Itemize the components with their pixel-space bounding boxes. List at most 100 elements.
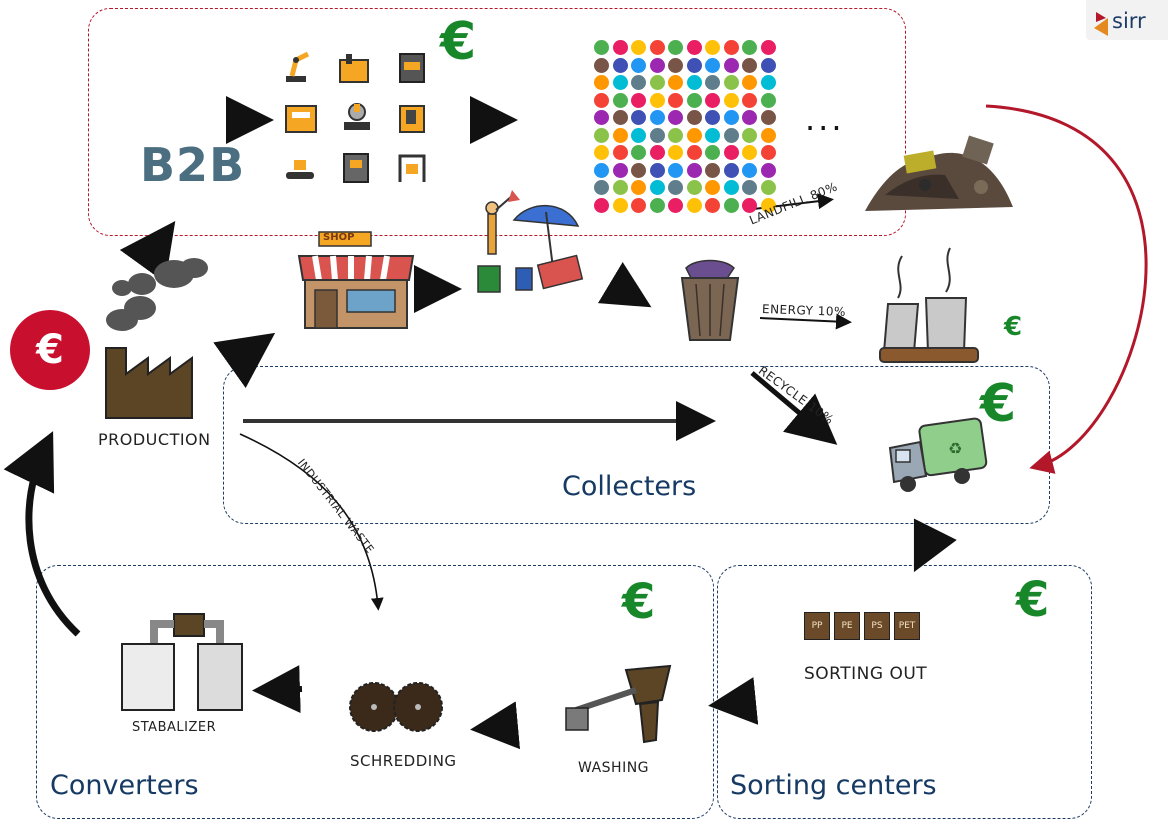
product-icon: [594, 162, 609, 178]
euro-collecters: €: [980, 374, 1017, 434]
converters-label: Converters: [50, 770, 199, 801]
product-icon: [742, 162, 757, 178]
washing-label: WASHING: [578, 760, 650, 776]
product-icon: [612, 180, 628, 195]
stabalizer-icon: [112, 610, 248, 716]
ellipsis: ...: [805, 100, 845, 138]
trash-bin-icon: [676, 259, 746, 342]
product-icon: [742, 180, 757, 195]
logo-mark-icon: [1094, 12, 1108, 36]
product-icon: [760, 162, 776, 178]
product-icon: [723, 127, 739, 143]
product-icon: [631, 127, 646, 143]
product-icon: [631, 145, 646, 160]
b2b-machines: [282, 48, 432, 198]
drill-machine-icon: [344, 103, 370, 130]
sorting-bin: PET: [894, 612, 920, 640]
product-icon-grid: [594, 40, 780, 218]
product-icon: [631, 40, 646, 55]
product-icon: [686, 57, 702, 73]
shop-sign-text: SHOP: [323, 232, 355, 243]
product-icon: [723, 180, 739, 195]
product-icon: [594, 127, 609, 143]
product-icon: [760, 145, 776, 160]
arrow-to-sorting: [913, 518, 957, 573]
product-icon: [668, 145, 683, 160]
sorting-centers-label: Sorting centers: [730, 770, 937, 801]
arrow-landfill-to-collecters: [985, 104, 1148, 474]
product-icon: [742, 40, 757, 55]
product-icon: [612, 92, 628, 108]
product-icon: [705, 180, 720, 195]
product-icon: [594, 92, 609, 108]
product-icon: [612, 57, 628, 73]
sewing-machine-icon: [285, 105, 317, 133]
product-icon: [612, 110, 628, 125]
b2b-region: [88, 8, 906, 236]
cabinet-machine-icon: [343, 153, 369, 183]
product-icon: [594, 110, 609, 125]
product-icon: [668, 197, 683, 213]
product-icon: [649, 57, 665, 73]
product-icon: [760, 180, 776, 195]
product-icon: [723, 40, 739, 55]
product-icon: [723, 162, 739, 178]
product-icon: [760, 127, 776, 143]
product-icon: [594, 40, 609, 55]
arrow-to-shop: [213, 332, 276, 389]
conveyor-icon: [286, 160, 314, 179]
product-icon: [686, 145, 702, 160]
product-icon: [594, 145, 609, 160]
recycling-truck-icon: ♻: [886, 414, 988, 496]
product-icon: [723, 110, 739, 125]
shop-icon: SHOP: [295, 231, 417, 332]
product-icon: [742, 75, 757, 90]
product-icon: [631, 180, 646, 195]
product-icon: [686, 110, 702, 125]
product-icon: [612, 127, 628, 143]
product-icon: [760, 40, 776, 55]
product-icon: [705, 57, 720, 73]
euro-production-symbol: €: [36, 327, 64, 373]
arrow-to-stabalizer: [252, 665, 303, 714]
euro-converters: €: [622, 574, 656, 630]
product-icon: [612, 75, 628, 90]
product-icon: [631, 75, 646, 90]
b2b-label: B2B: [140, 138, 246, 192]
product-icon: [742, 110, 757, 125]
euro-b2b: €: [440, 12, 477, 72]
factory-machine-icon: [339, 54, 369, 83]
sorting-bin: PE: [834, 612, 860, 640]
product-icon: [612, 145, 628, 160]
stabalizer-label: STABALIZER: [132, 720, 217, 735]
product-icon: [649, 75, 665, 90]
product-icon: [686, 75, 702, 90]
product-icon: [723, 57, 739, 73]
euro-production-badge: €: [10, 310, 90, 390]
product-icon: [705, 197, 720, 213]
product-icon: [612, 40, 628, 55]
sorting-bin: PS: [864, 612, 890, 640]
product-icon: [649, 145, 665, 160]
power-plant-icon: [879, 247, 980, 366]
product-icon: [612, 197, 628, 213]
product-icon: [742, 57, 757, 73]
arrow-recycle: [750, 371, 838, 445]
product-icon: [723, 197, 739, 213]
product-icon: [631, 110, 646, 125]
company-logo: sirr: [1086, 0, 1168, 40]
product-icon: [705, 145, 720, 160]
product-icon: [760, 110, 776, 125]
product-icon: [742, 197, 757, 213]
product-icon: [631, 57, 646, 73]
product-icon: [723, 92, 739, 108]
product-icon: [760, 92, 776, 108]
logo-text: sirr: [1112, 9, 1146, 33]
product-icon: [668, 57, 683, 73]
product-icon: [631, 92, 646, 108]
euro-energy: €: [1004, 312, 1023, 342]
consumer-icon: [470, 190, 620, 296]
product-icon: [760, 57, 776, 73]
product-icon: [649, 180, 665, 195]
